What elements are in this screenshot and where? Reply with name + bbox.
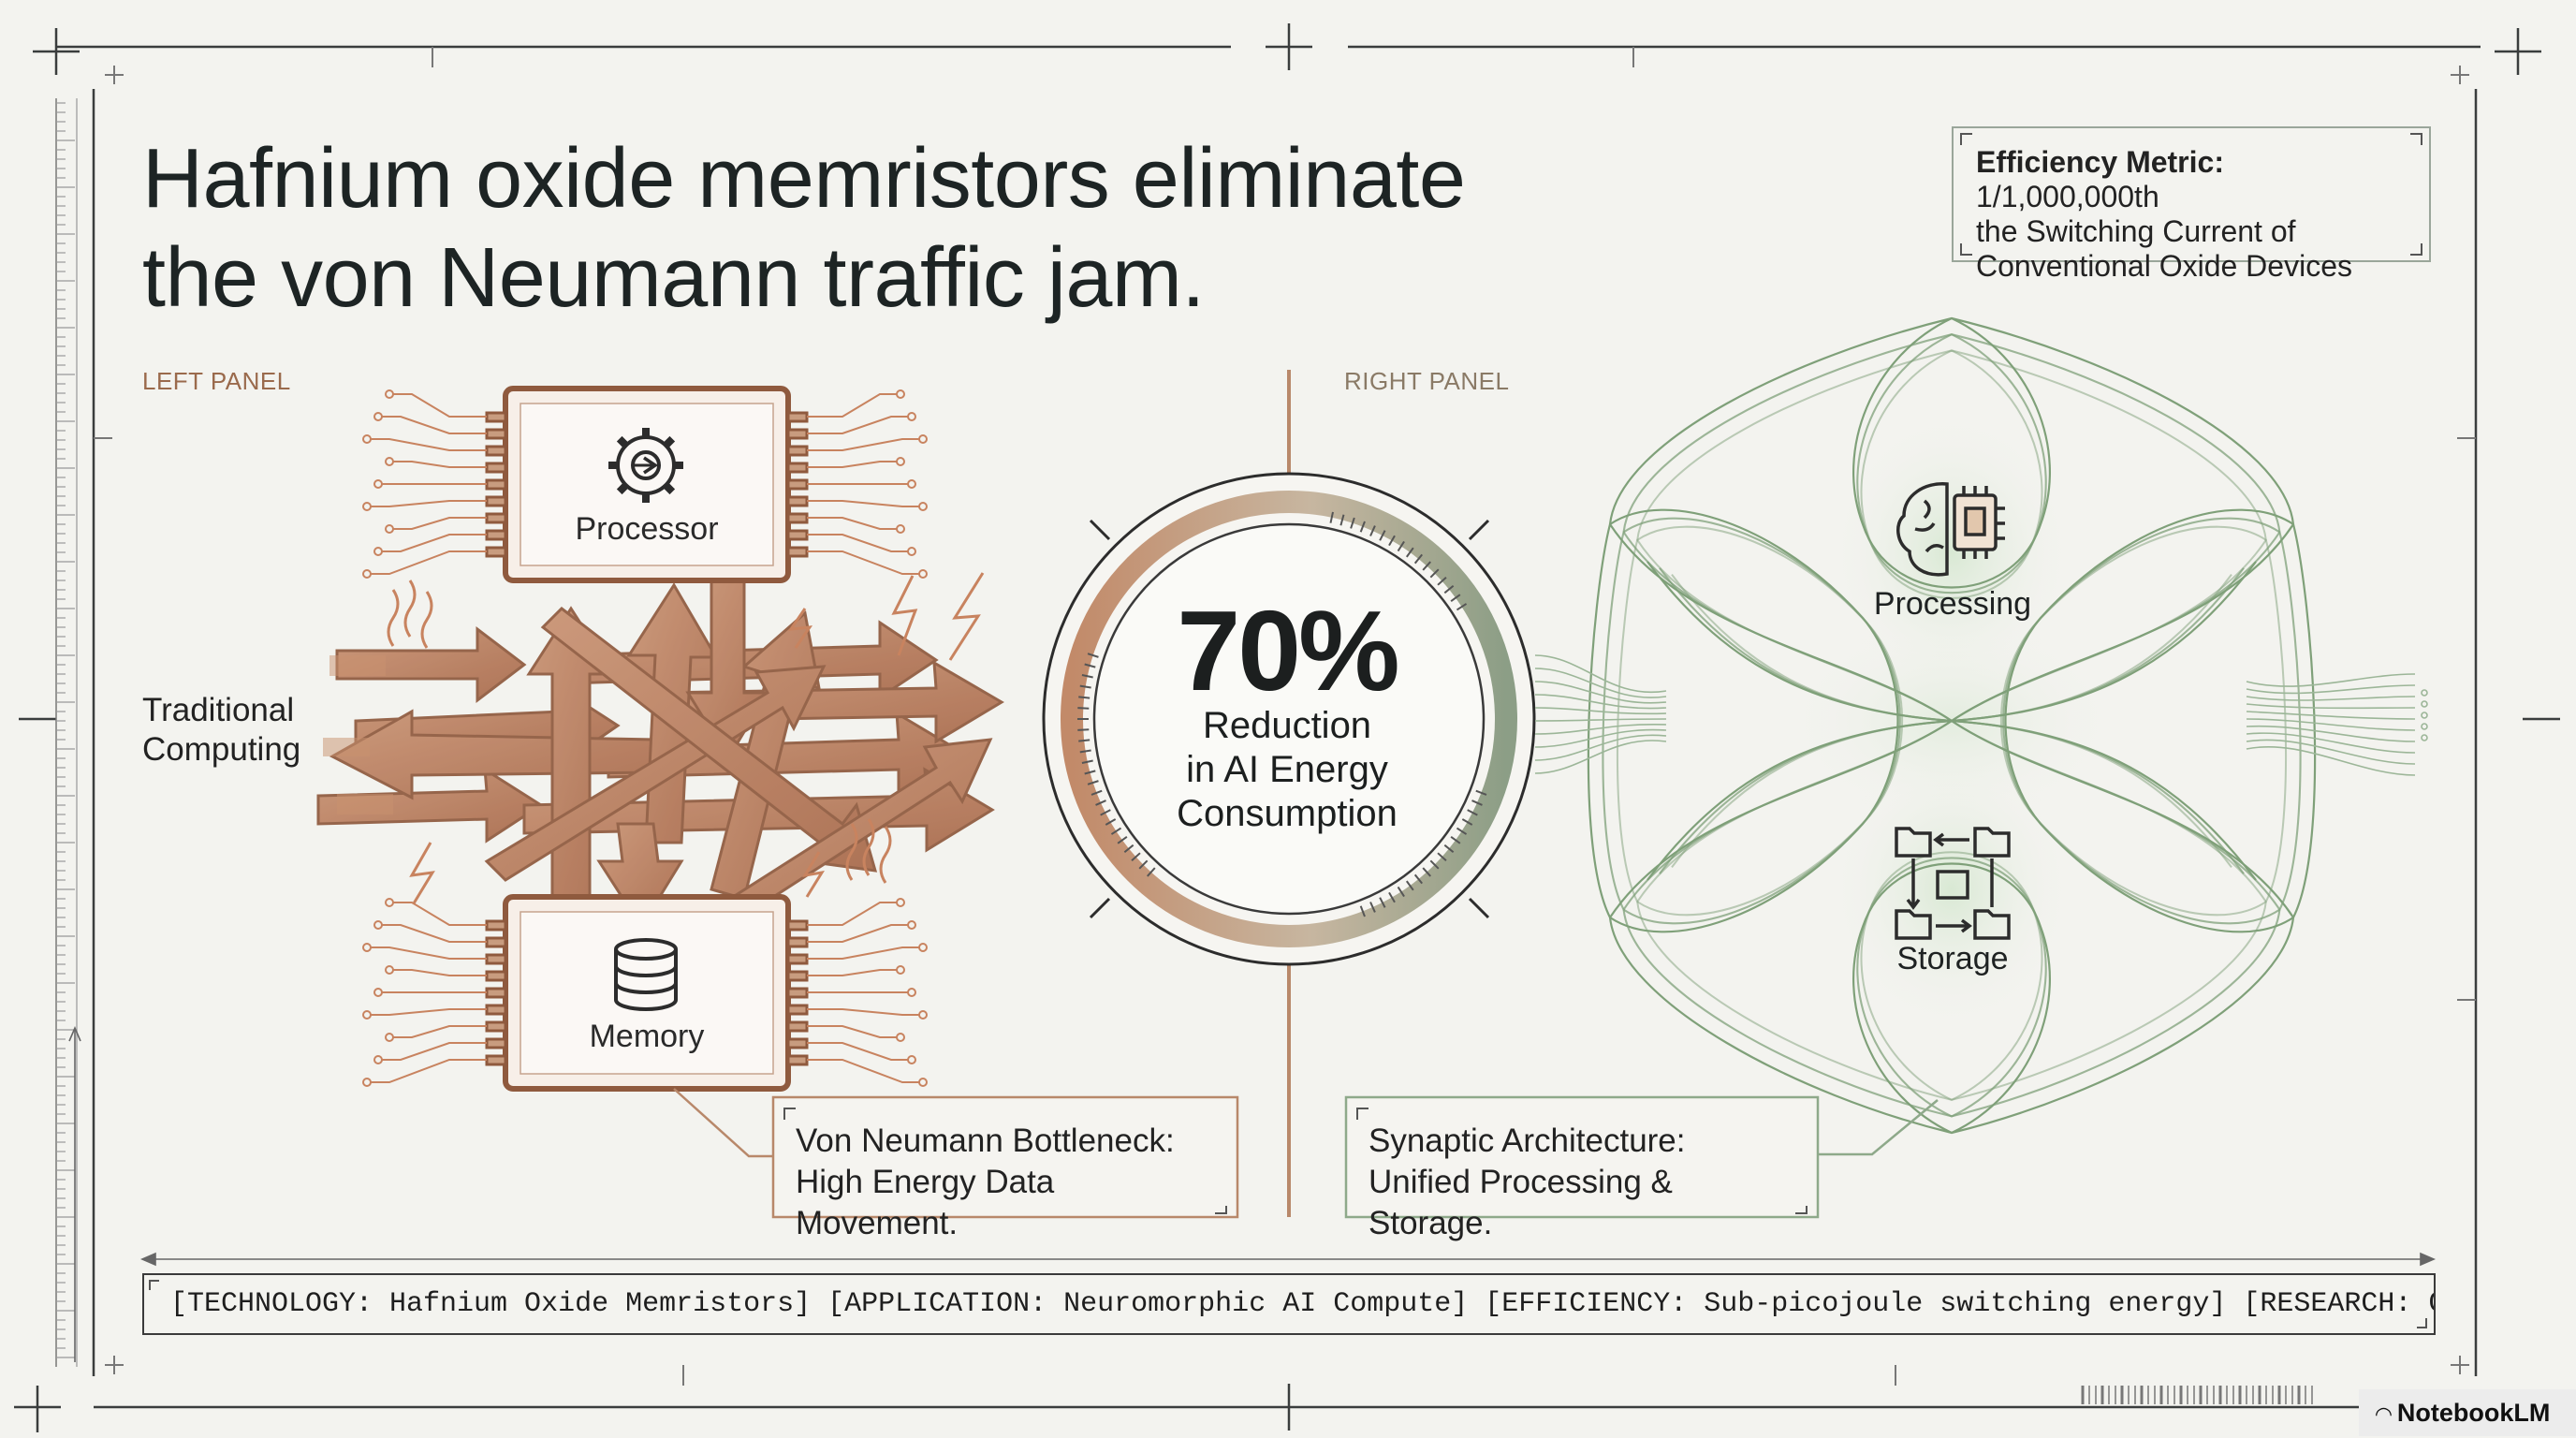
traditional-computing-line-1: Traditional xyxy=(142,692,295,728)
title-line-2: the von Neumann traffic jam. xyxy=(142,231,1205,325)
von-neumann-callout-line-2: High Energy Data Movement. xyxy=(796,1164,1055,1241)
synaptic-callout-line-2: Unified Processing & Storage. xyxy=(1368,1164,1673,1241)
callout-frames xyxy=(771,1095,1239,1219)
efficiency-value: 1/1,000,000th xyxy=(1976,180,2159,213)
brand-logo-icon: ◠ xyxy=(2376,1402,2392,1426)
efficiency-line-1: Efficiency Metric: 1/1,000,000th xyxy=(1976,145,2407,214)
data-traffic-arrows xyxy=(316,579,1004,930)
title-line-1: Hafnium oxide memristors eliminate xyxy=(142,132,1466,226)
metadata-footer: [TECHNOLOGY: Hafnium Oxide Memristors] [… xyxy=(142,1273,2436,1335)
brand-name: NotebookLM xyxy=(2396,1399,2551,1427)
synaptic-callout-line-1: Synaptic Architecture: xyxy=(1368,1123,1686,1159)
reduction-percent: 70% xyxy=(1177,587,1399,714)
processing-label: Processing xyxy=(1873,586,2032,622)
efficiency-metric-box: Efficiency Metric: 1/1,000,000th the Swi… xyxy=(1952,126,2431,283)
heat-wave-icon xyxy=(387,580,892,884)
reduction-caption: Reduction in AI Energy Consumption xyxy=(1076,704,1498,836)
von-neumann-callout-line-1: Von Neumann Bottleneck: xyxy=(796,1123,1175,1159)
left-panel-label: LEFT PANEL xyxy=(142,367,291,395)
left-ruler xyxy=(55,98,78,1367)
reduction-caption-line-2: in AI Energy xyxy=(1186,749,1388,790)
page-title: Hafnium oxide memristors eliminate the v… xyxy=(142,129,1466,328)
efficiency-line-3: Conventional Oxide Devices xyxy=(1976,249,2352,283)
lightning-icon xyxy=(409,572,985,904)
synaptic-lattice xyxy=(1534,316,2428,1135)
traditional-computing-label: Traditional Computing xyxy=(142,691,300,770)
reduction-caption-line-1: Reduction xyxy=(1202,705,1372,746)
database-icon xyxy=(614,938,678,1011)
traditional-computing-line-2: Computing xyxy=(142,731,301,768)
efficiency-label: Efficiency Metric: xyxy=(1976,145,2224,179)
memory-label: Memory xyxy=(589,1019,705,1054)
gear-icon xyxy=(608,428,683,503)
right-panel-label: RIGHT PANEL xyxy=(1344,367,1510,395)
storage-label: Storage xyxy=(1896,941,2009,976)
frame-lines xyxy=(14,23,2560,1432)
processor-label: Processor xyxy=(575,511,719,547)
energy-gauge xyxy=(1042,472,1536,966)
brain-chip-icon xyxy=(1896,482,2005,577)
brand-badge: ◠NotebookLM xyxy=(2359,1389,2576,1436)
processor-chip xyxy=(362,386,928,583)
folder-network-icon xyxy=(1895,827,2011,940)
von-neumann-callout: Von Neumann Bottleneck: High Energy Data… xyxy=(775,1100,1236,1241)
synaptic-callout: Synaptic Architecture: Unified Processin… xyxy=(1348,1100,1816,1241)
efficiency-line-2: the Switching Current of xyxy=(1976,214,2296,248)
reduction-caption-line-3: Consumption xyxy=(1177,793,1398,834)
